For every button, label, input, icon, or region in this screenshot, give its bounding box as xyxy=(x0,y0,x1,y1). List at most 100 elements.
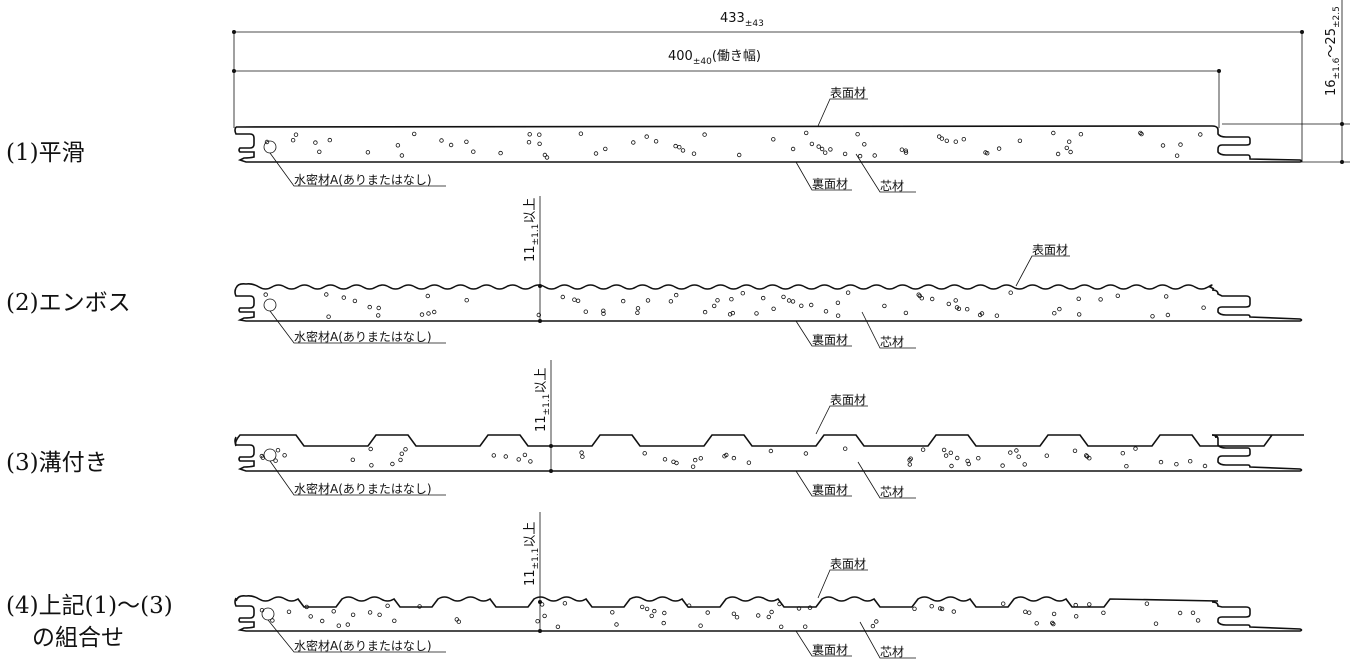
foam-bubble xyxy=(263,292,268,297)
svg-text:16±1.6～25±2.5: 16±1.6～25±2.5 xyxy=(1324,6,1342,96)
foam-bubble xyxy=(471,149,476,154)
working-width-note: (働き幅) xyxy=(712,49,761,64)
foam-bubble xyxy=(872,153,877,158)
foam-bubble xyxy=(317,149,322,154)
foam-bubble xyxy=(326,314,331,319)
foam-bubble xyxy=(1087,456,1092,461)
foam-bubble xyxy=(908,456,913,461)
foam-bubble xyxy=(1072,448,1078,453)
foam-bubble xyxy=(903,310,909,316)
foam-bubble xyxy=(313,140,318,145)
foam-bubble xyxy=(593,151,599,156)
foam-bubble xyxy=(996,146,1002,151)
foam-bubble xyxy=(941,447,947,453)
foam-bubble xyxy=(345,622,350,627)
foam-bubble xyxy=(1050,620,1055,626)
foam-bubble xyxy=(680,148,686,153)
dimension-thickness: 16±1.6～25±2.5 xyxy=(1222,0,1350,164)
foam-bubble xyxy=(662,610,667,616)
foam-bubble xyxy=(1064,145,1069,151)
foam-bubble xyxy=(961,136,966,142)
foam-bubble xyxy=(903,150,909,155)
foam-bubble xyxy=(661,620,666,626)
foam-bubble xyxy=(809,141,815,147)
total-width-value: 433 xyxy=(720,11,745,26)
foam-bubble xyxy=(662,457,668,462)
foam-bubble xyxy=(273,458,278,463)
foam-bubble xyxy=(702,132,707,137)
back-label: 裏面材 xyxy=(812,176,848,191)
foam-bubble xyxy=(1066,139,1072,144)
foam-bubble xyxy=(527,132,532,137)
core-foam-bubbles xyxy=(263,290,1206,319)
foam-bubble xyxy=(977,312,983,318)
foam-bubble xyxy=(1057,306,1062,312)
foam-bubble xyxy=(1139,131,1144,137)
foam-bubble xyxy=(439,138,444,143)
foam-bubble xyxy=(1078,131,1084,137)
foam-bubble xyxy=(807,605,813,610)
foam-bubble xyxy=(583,309,588,314)
foam-bubble xyxy=(1120,451,1125,456)
foam-bubble xyxy=(756,613,761,618)
seal-label: 水密材A(ありまたはなし) xyxy=(294,638,432,653)
foam-bubble xyxy=(464,139,469,144)
foam-bubble xyxy=(336,623,341,628)
foam-bubble xyxy=(603,146,608,152)
foam-bubble xyxy=(367,610,373,615)
foam-bubble xyxy=(259,453,264,459)
foam-bubble xyxy=(324,292,329,297)
foam-bubble xyxy=(367,304,372,310)
foam-bubble xyxy=(528,459,533,464)
foam-bubble xyxy=(579,450,584,455)
foam-bubble xyxy=(376,305,381,311)
foam-bubble xyxy=(1178,142,1183,147)
foam-bubble xyxy=(1202,463,1208,469)
foam-bubble xyxy=(399,153,405,158)
foam-bubble xyxy=(503,454,508,459)
surface-label: 表面材 xyxy=(830,557,866,571)
foam-bubble xyxy=(943,453,949,458)
min-thickness-value: 11 xyxy=(523,569,538,586)
foam-bubble xyxy=(1174,462,1179,467)
core-label: 芯材 xyxy=(880,335,904,349)
core-label: 芯材 xyxy=(880,179,904,193)
seal-label: 水密材A(ありまたはなし) xyxy=(294,172,432,187)
foam-bubble xyxy=(965,307,970,312)
thickness-max-tolerance: ±2.5 xyxy=(1332,6,1342,28)
surface-label: 表面材 xyxy=(830,86,866,100)
foam-bubble xyxy=(259,608,265,613)
foam-bubble xyxy=(560,294,565,300)
foam-bubble xyxy=(580,454,585,459)
foam-bubble xyxy=(368,446,373,452)
foam-bubble xyxy=(691,151,697,156)
foam-bubble xyxy=(929,604,934,609)
panel-flat: 水密材A(ありまたはなし) 表面材 裏面材 芯材 xyxy=(234,86,1303,193)
foam-bubble xyxy=(673,143,678,149)
min-thickness-value: 11 xyxy=(534,415,549,432)
thickness-min-tolerance: ±1.6 xyxy=(1332,57,1342,79)
foam-bubble xyxy=(341,295,346,300)
seal-label: 水密材A(ありまたはなし) xyxy=(294,481,432,496)
foam-bubble xyxy=(653,139,659,144)
foam-bubble xyxy=(350,457,355,462)
foam-bubble xyxy=(601,311,606,316)
foam-bubble xyxy=(702,309,708,315)
foam-bubble xyxy=(542,152,548,158)
foam-bubble xyxy=(640,604,645,610)
foam-bubble xyxy=(377,612,382,617)
foam-bubble xyxy=(537,132,542,137)
foam-bubble xyxy=(668,299,674,304)
working-width-tolerance: ±40 xyxy=(693,57,712,67)
foam-bubble xyxy=(286,609,292,614)
foam-bubble xyxy=(949,463,954,469)
foam-bubble xyxy=(686,603,692,608)
foam-bubble xyxy=(610,610,615,615)
foam-bubble xyxy=(870,623,876,629)
back-label: 裏面材 xyxy=(812,482,848,497)
foam-bubble xyxy=(715,298,720,303)
foam-bubble xyxy=(731,455,737,461)
foam-bubble xyxy=(1008,290,1013,295)
foam-bubble xyxy=(385,603,390,608)
panel-groove: 11±1.1以上 水密材A(ありまたはなし) 表面材 裏面材 芯材 xyxy=(234,360,1304,499)
